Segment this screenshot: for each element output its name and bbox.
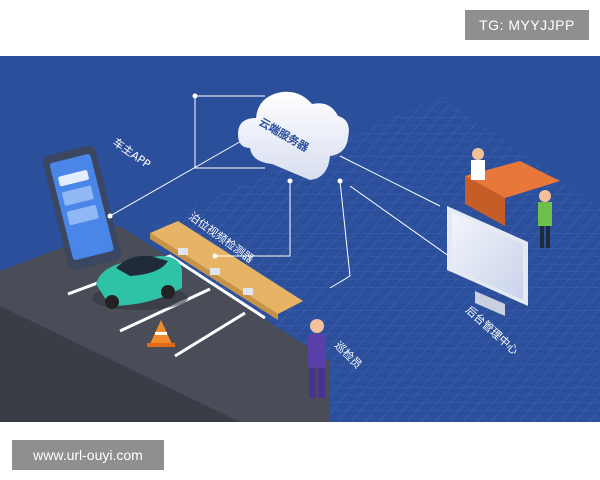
parked-car [92, 255, 188, 310]
parking-detector-bar [150, 221, 303, 320]
cloud-server [238, 91, 349, 180]
phone-device [43, 145, 121, 271]
smart-parking-diagram: 云端服务器 车主APP 泊位视频检测器 后台管理中心 巡检员 [0, 56, 600, 422]
watermark-top: TG: MYYJJPP [465, 10, 589, 40]
backend-monitor [447, 206, 528, 316]
traffic-cone [147, 320, 175, 347]
watermark-bottom: www.url-ouyi.com [12, 440, 164, 470]
road-lower [0, 306, 240, 422]
road-surface [0, 226, 330, 422]
inspector-person [308, 319, 326, 398]
office-desk [465, 148, 560, 248]
